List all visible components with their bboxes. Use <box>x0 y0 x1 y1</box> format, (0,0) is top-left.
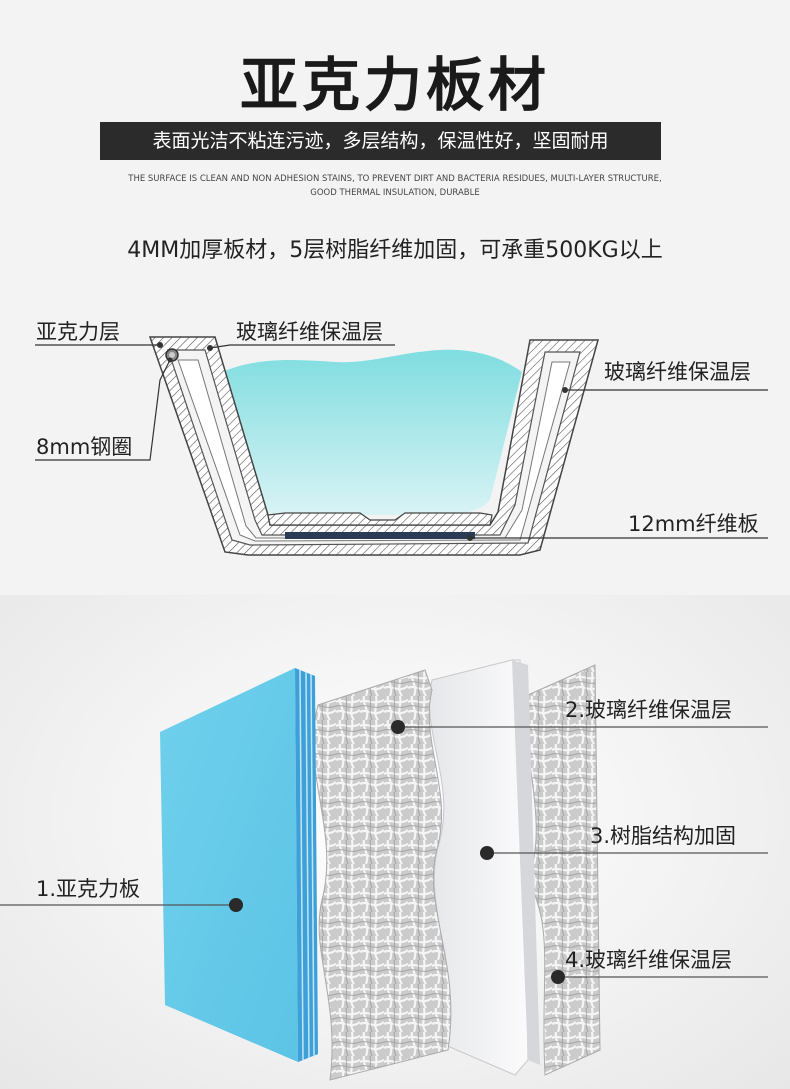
tub-floor <box>267 512 493 526</box>
leader-fiberglass-top <box>209 344 395 349</box>
page-title: 亚克力板材 <box>239 51 550 119</box>
label-fiberglass-top: 玻璃纤维保温层 <box>236 320 383 344</box>
steel-ring-inner <box>169 352 175 358</box>
label-layer-1: 1.亚克力板 <box>36 877 141 901</box>
label-fiberglass-right: 玻璃纤维保温层 <box>604 360 751 384</box>
label-steel-ring: 8mm钢圈 <box>36 435 133 459</box>
english-description: THE SURFACE IS CLEAN AND NON ADHESION ST… <box>95 172 695 200</box>
leader-steel-ring <box>35 359 171 461</box>
label-acrylic-layer: 亚克力层 <box>36 320 120 344</box>
dot-layer-2 <box>391 720 405 734</box>
label-layer-3: 3.树脂结构加固 <box>590 824 737 848</box>
label-layer-4: 4.玻璃纤维保温层 <box>565 948 733 972</box>
dot-layer-1 <box>229 898 243 912</box>
left-wall-fiberglass <box>167 349 581 546</box>
spec-text: 4MM加厚板材，5层树脂纤维加固，可承重500KG以上 <box>127 238 663 263</box>
dot-layer-4 <box>551 970 565 984</box>
label-fiber-board: 12mm纤维板 <box>628 512 759 536</box>
water <box>222 349 522 515</box>
tub-cross-section-diagram <box>35 336 768 556</box>
label-layer-2: 2.玻璃纤维保温层 <box>565 698 733 722</box>
layer-1-acrylic-face <box>160 668 298 1062</box>
feature-banner: 表面光洁不粘连污迹，多层结构，保温性好，坚固耐用 <box>100 122 661 160</box>
layer-3-resin-edge <box>512 660 540 1065</box>
english-description-line-1: THE SURFACE IS CLEAN AND NON ADHESION ST… <box>128 174 662 184</box>
english-description-line-2: GOOD THERMAL INSULATION, DURABLE <box>310 188 480 198</box>
fiber-board-strip <box>285 532 475 539</box>
dot-layer-3 <box>480 846 494 860</box>
inner-cavity <box>177 359 571 542</box>
layer-2-fiberglass <box>312 669 452 1081</box>
